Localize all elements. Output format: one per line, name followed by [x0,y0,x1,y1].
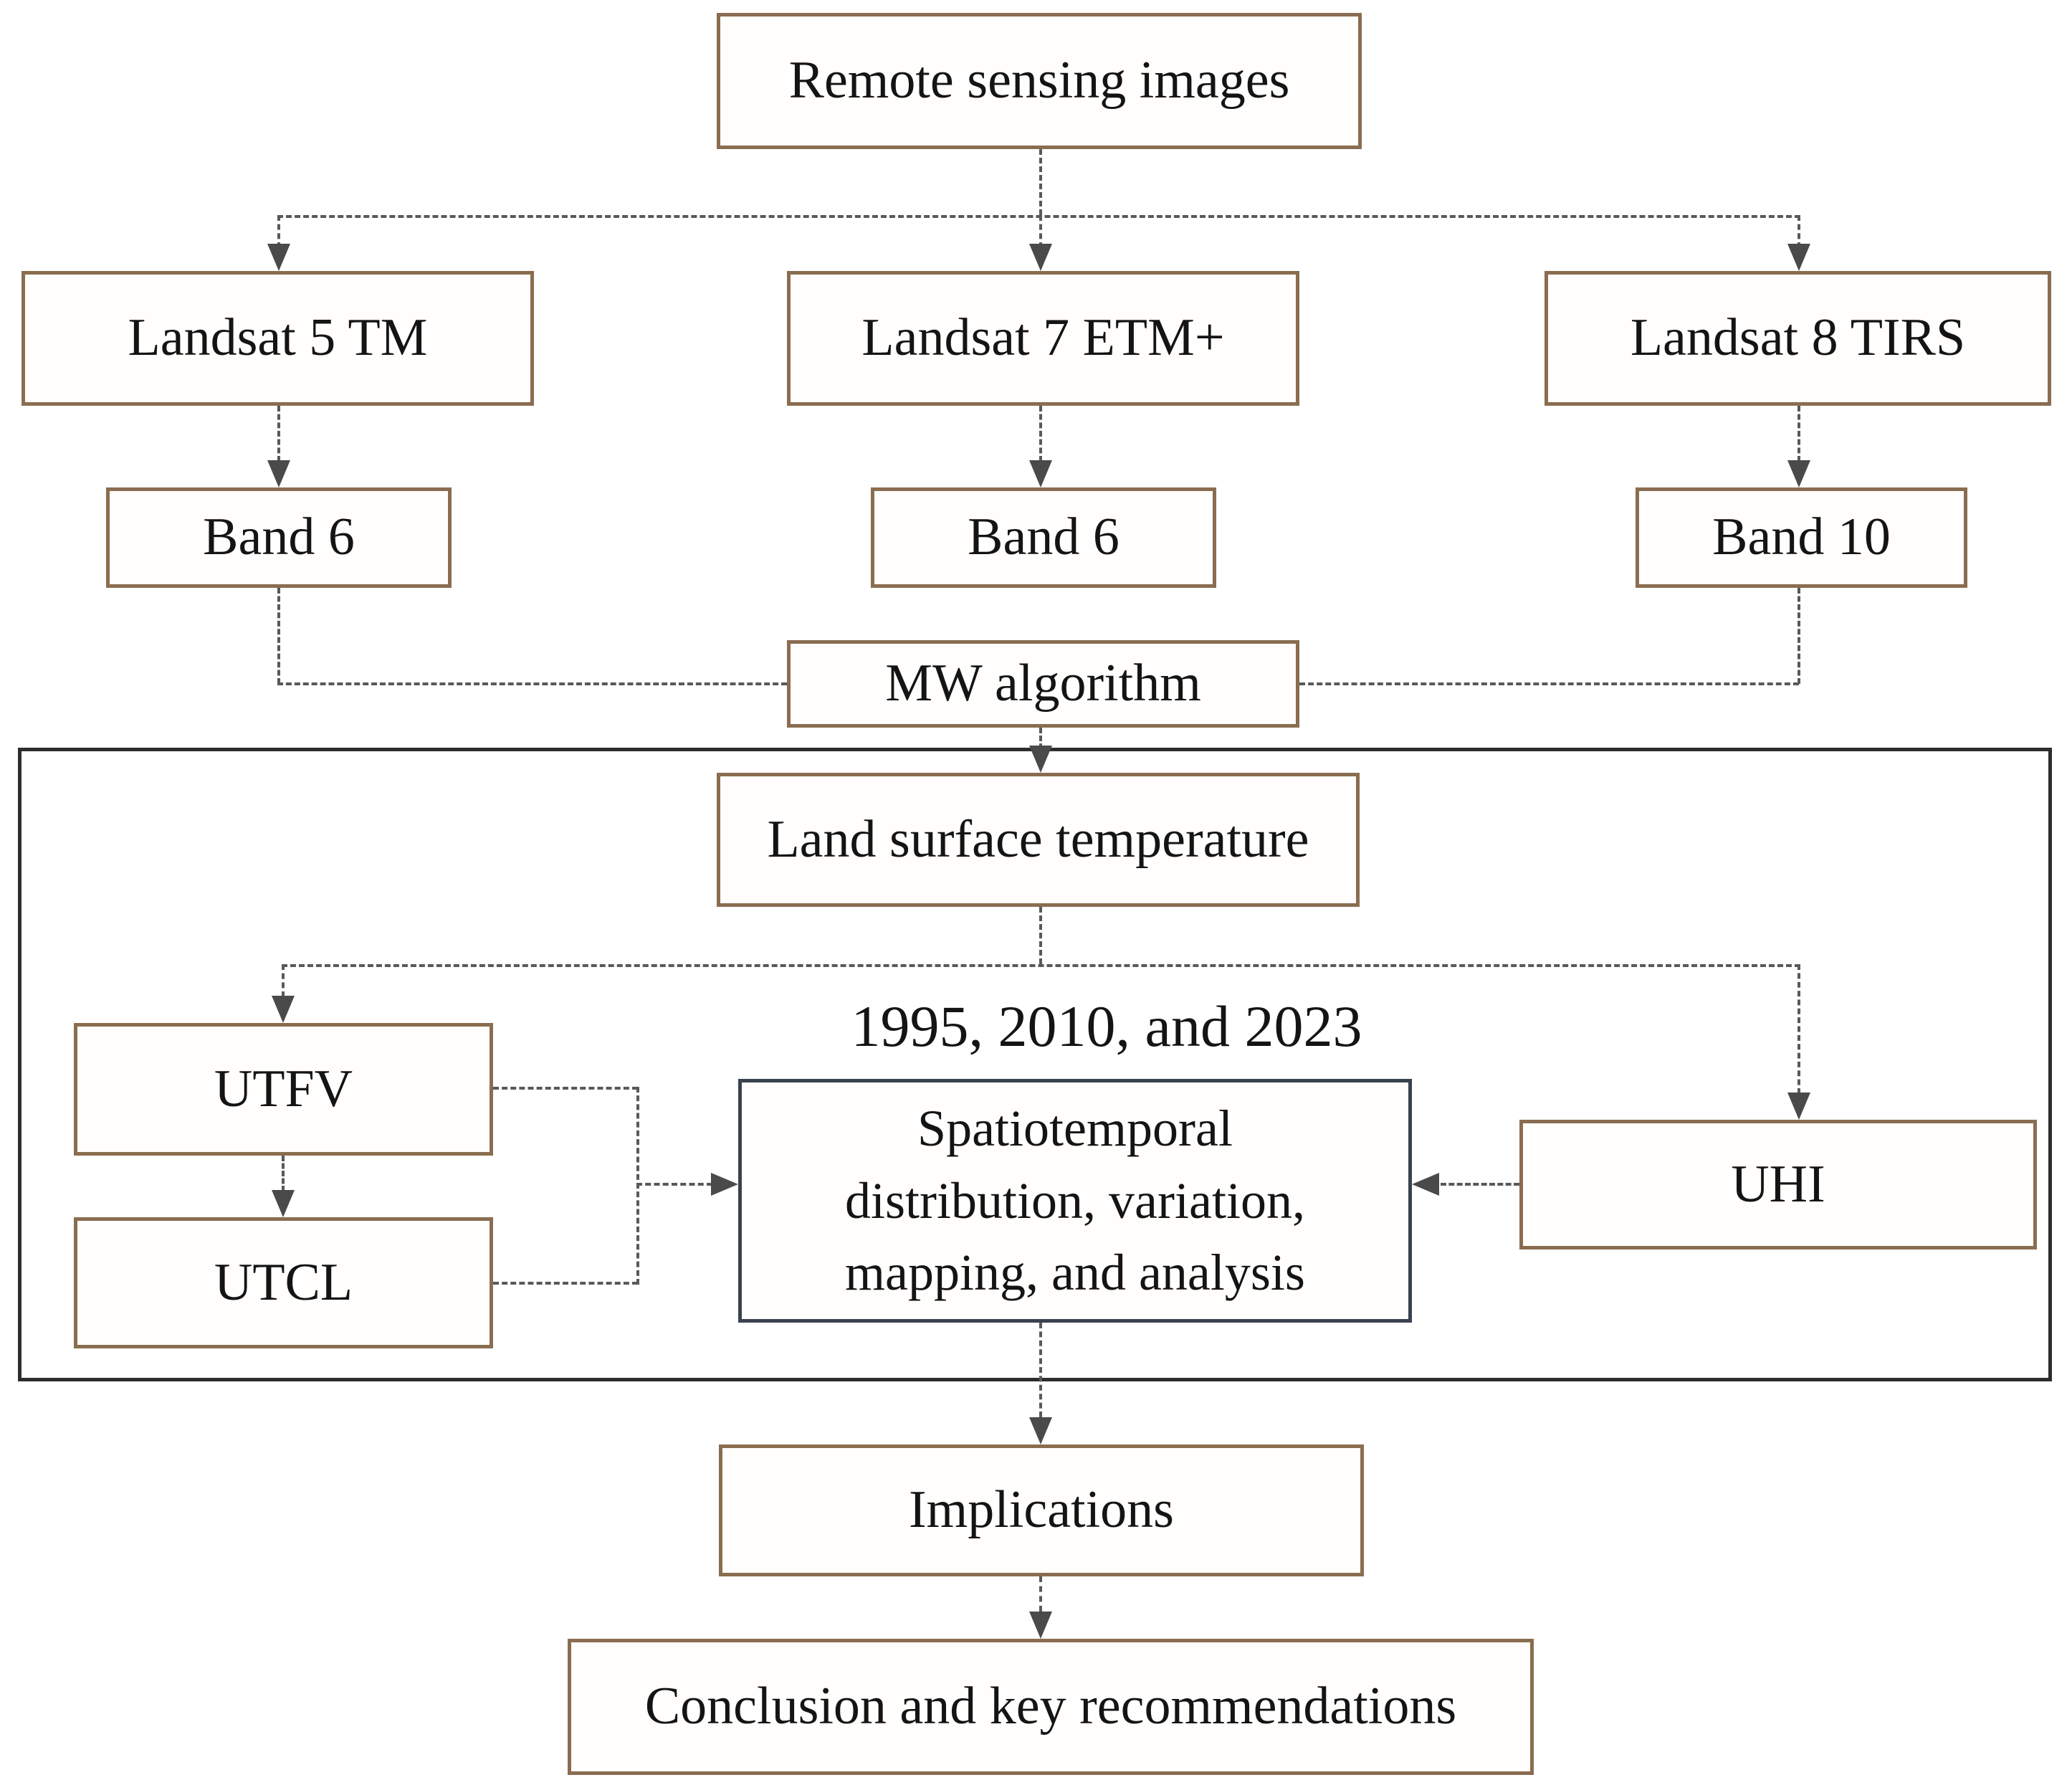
node-utfv: UTFV [74,1023,493,1156]
arrowhead-into-landsat7 [1029,244,1052,271]
arrowhead-into-band6-etm [1029,460,1052,487]
connector-utfv-to-utcl [282,1156,285,1191]
connector-remote-to-branch [1039,149,1042,215]
node-uhi: UHI [1519,1120,2037,1250]
node-landsat-7-etm: Landsat 7 ETM+ [787,271,1299,406]
arrowhead-into-central-left [711,1173,738,1196]
connector-uhi-to-central [1441,1183,1519,1186]
node-landsat-7-etm-label: Landsat 7 ETM+ [861,308,1225,368]
node-landsat-8-tirs: Landsat 8 TIRS [1545,271,2051,406]
node-mw-algorithm: MW algorithm [787,640,1299,728]
connector-landsat5-to-band6 [277,406,280,462]
node-landsat-5-tm-label: Landsat 5 TM [128,308,428,368]
connector-branch-to-landsat7 [1039,215,1042,248]
arrowhead-into-utcl [272,1190,295,1217]
connector-merge-to-central [636,1183,712,1186]
node-mw-algorithm-label: MW algorithm [885,654,1201,713]
arrowhead-into-implications [1029,1417,1052,1444]
node-band6-tm: Band 6 [106,487,452,588]
years-label-text: 1995, 2010, and 2023 [851,994,1362,1059]
arrowhead-into-central-right [1412,1173,1439,1196]
node-spatiotemporal-line3: mapping, and analysis [845,1244,1305,1302]
arrowhead-into-utfv [272,996,295,1023]
connector-mw-to-lst [1039,728,1042,749]
connector-utfv-to-merge [493,1087,638,1090]
years-label: 1995, 2010, and 2023 [748,993,1465,1060]
connector-band6-tm-down [277,588,280,684]
node-band6-etm-label: Band 6 [968,508,1119,567]
arrowhead-into-landsat8 [1787,244,1810,271]
connector-branch-to-uhi [1798,964,1800,1094]
connector-utcl-to-merge [493,1282,638,1285]
node-band6-tm-label: Band 6 [203,508,355,567]
connector-branch-to-utfv [282,964,285,997]
node-band6-etm: Band 6 [871,487,1216,588]
node-land-surface-temperature-label: Land surface temperature [767,809,1309,869]
connector-band10-down [1798,588,1800,684]
node-implications-label: Implications [909,1480,1174,1540]
connector-landsat7-to-band6 [1039,406,1042,462]
arrowhead-into-band6-tm [267,460,290,487]
connector-branch-top [277,215,1800,218]
node-landsat-8-tirs-label: Landsat 8 TIRS [1630,308,1966,368]
node-land-surface-temperature: Land surface temperature [717,773,1360,907]
node-landsat-5-tm: Landsat 5 TM [22,271,534,406]
arrowhead-into-band10 [1787,460,1810,487]
arrowhead-into-uhi [1787,1093,1810,1120]
node-spatiotemporal-line2: distribution, variation, [845,1171,1305,1229]
node-remote-sensing-images-label: Remote sensing images [788,51,1290,110]
connector-lst-to-branch [1039,907,1042,964]
connector-branch-to-landsat8 [1798,215,1800,248]
connector-band6-tm-to-mw [277,682,787,685]
node-utcl-label: UTCL [214,1252,353,1312]
connector-central-to-implications [1039,1323,1042,1417]
connector-implications-to-conclusion [1039,1576,1042,1612]
node-conclusion: Conclusion and key recommendations [568,1639,1534,1775]
node-utcl: UTCL [74,1217,493,1348]
node-band10-label: Band 10 [1712,508,1891,567]
connector-landsat8-to-band10 [1798,406,1800,462]
connector-merge-vertical [636,1087,639,1285]
node-remote-sensing-images: Remote sensing images [717,13,1362,149]
arrowhead-into-lst [1029,746,1052,773]
connector-branch-to-landsat5 [277,215,280,248]
node-conclusion-label: Conclusion and key recommendations [644,1677,1457,1736]
node-uhi-label: UHI [1731,1154,1825,1214]
connector-band10-to-mw [1299,682,1799,685]
node-spatiotemporal-line1: Spatiotemporal [917,1099,1233,1157]
node-spatiotemporal-analysis: Spatiotemporal distribution, variation, … [738,1079,1412,1323]
node-utfv-label: UTFV [214,1059,353,1118]
arrowhead-into-landsat5 [267,244,290,271]
arrowhead-into-conclusion [1029,1612,1052,1639]
connector-branch-lower [282,964,1800,967]
node-band10: Band 10 [1636,487,1967,588]
node-implications: Implications [719,1444,1364,1576]
